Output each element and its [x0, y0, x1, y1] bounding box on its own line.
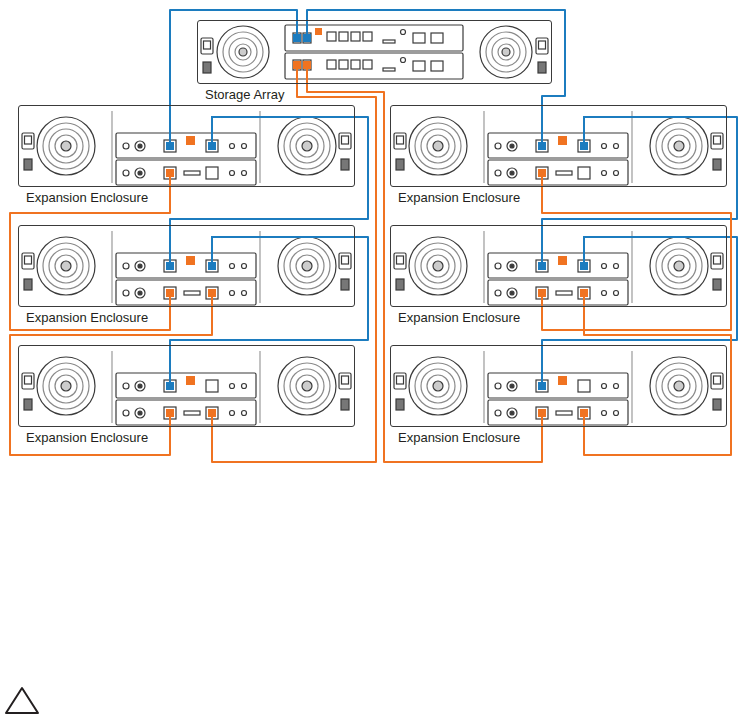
sas-cable [542, 117, 737, 225]
sas-cable [170, 117, 368, 225]
enclosure-chassis [394, 351, 723, 425]
expansion-enclosure: Expansion Enclosure [18, 105, 355, 187]
enclosure-label: Expansion Enclosure [398, 190, 520, 205]
enclosure-label: Expansion Enclosure [26, 430, 148, 445]
expansion-enclosure: Expansion Enclosure [18, 225, 355, 307]
enclosure-label: Storage Array [205, 87, 285, 102]
sas-cable [542, 187, 731, 330]
enclosure-chassis [22, 231, 351, 305]
enclosure-label: Expansion Enclosure [26, 310, 148, 325]
array-chassis [201, 25, 548, 79]
enclosure-chassis [22, 111, 351, 185]
sas-cable [212, 84, 376, 462]
sas-cable [10, 187, 170, 330]
enclosure-label: Expansion Enclosure [398, 310, 520, 325]
sas-cable [170, 10, 297, 105]
sas-cable [307, 84, 542, 462]
enclosure-label: Expansion Enclosure [26, 190, 148, 205]
expansion-enclosure: Expansion Enclosure [390, 105, 727, 187]
sas-cable [542, 237, 737, 345]
storage-array: Storage Array [197, 20, 552, 84]
expansion-enclosure: Expansion Enclosure [18, 345, 355, 427]
cable-stub [170, 20, 727, 386]
expansion-enclosure: Expansion Enclosure [390, 225, 727, 307]
enclosure-label: Expansion Enclosure [398, 430, 520, 445]
enclosure-chassis [394, 231, 723, 305]
sas-cable [170, 237, 368, 345]
sas-cable [307, 10, 565, 105]
enclosure-chassis [394, 111, 723, 185]
enclosure-chassis [22, 351, 351, 425]
expansion-enclosure: Expansion Enclosure [390, 345, 727, 427]
caution-triangle [6, 688, 38, 713]
